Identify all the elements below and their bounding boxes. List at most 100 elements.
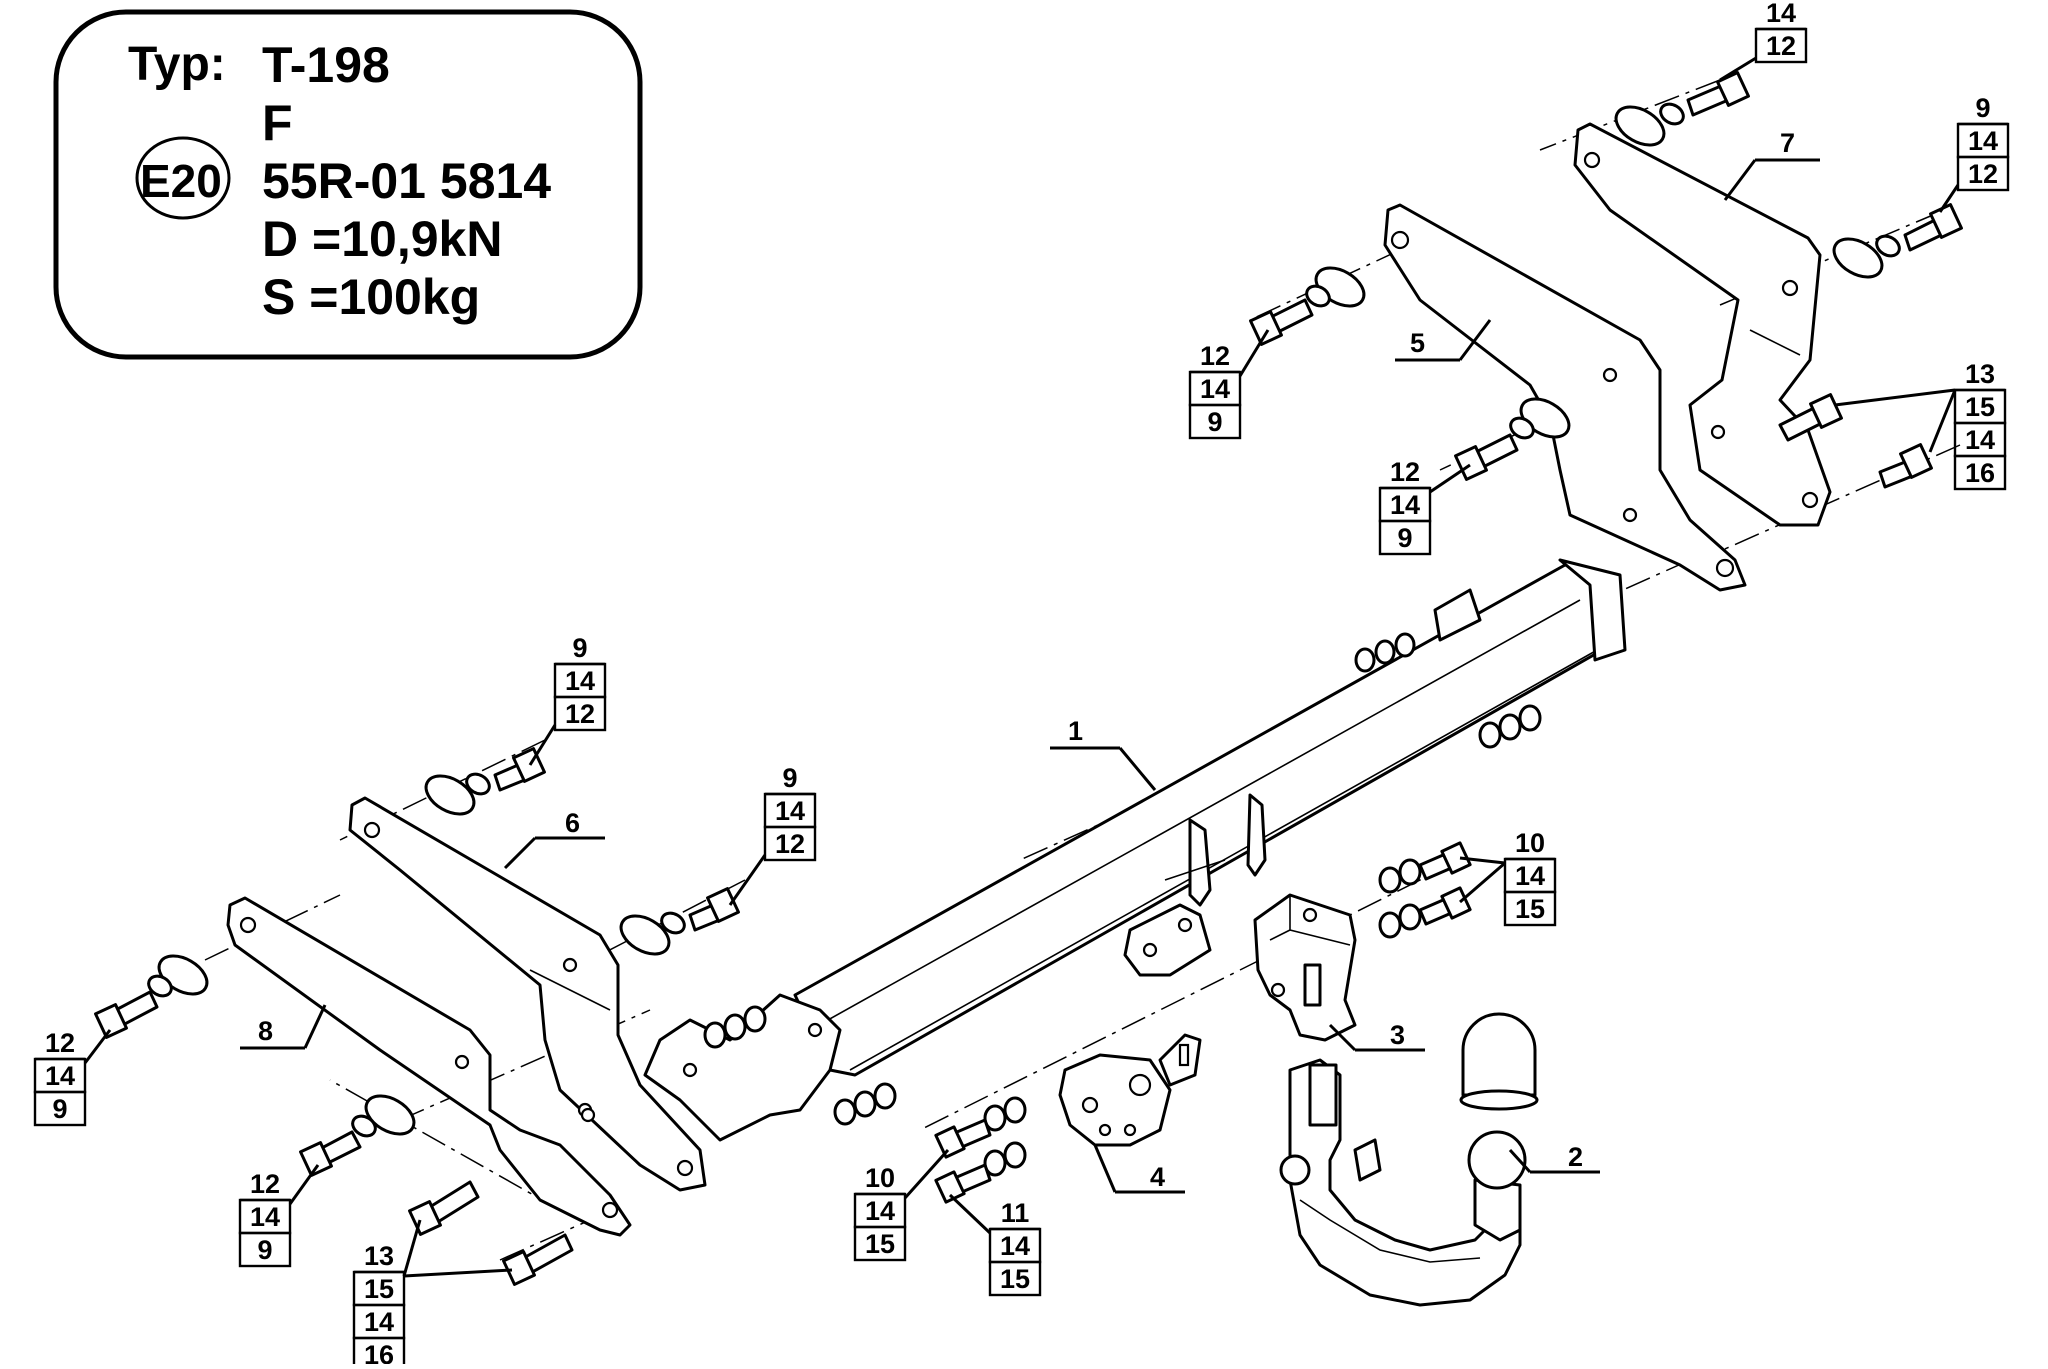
callout-box <box>1503 890 1557 927</box>
part-label-8: 8 <box>258 1016 273 1046</box>
callout-number: 10 <box>865 1163 895 1193</box>
fasteners <box>94 71 1963 1286</box>
callout-number: 14 <box>1390 490 1420 520</box>
bracket-7 <box>1573 122 1832 527</box>
callout-number: 12 <box>565 699 595 729</box>
callout-number: 14 <box>250 1202 280 1232</box>
s-value: S =100kg <box>262 269 480 325</box>
callout-leader <box>728 854 767 906</box>
callout-box <box>1188 403 1242 440</box>
callout-number: 10 <box>1515 828 1545 858</box>
callout-number: 12 <box>1200 341 1230 371</box>
callout-leader <box>288 1164 320 1205</box>
callout-number: 9 <box>1975 93 1990 123</box>
callout-number: 15 <box>1000 1264 1030 1294</box>
callout-leader <box>1238 329 1270 377</box>
callout-number: 9 <box>257 1235 272 1265</box>
callout-leader <box>903 1148 950 1200</box>
callout-number: 14 <box>775 796 805 826</box>
callout-number: 12 <box>45 1028 75 1058</box>
callout-number: 15 <box>865 1229 895 1259</box>
callout-number: 15 <box>1515 894 1545 924</box>
callout-box <box>1956 155 2010 192</box>
callout-box <box>763 825 817 862</box>
tow-ball-2 <box>1279 1012 1539 1307</box>
callout-number: 14 <box>45 1061 75 1091</box>
part-label-4: 4 <box>1150 1162 1165 1192</box>
part-label-5: 5 <box>1410 328 1425 358</box>
callout-number: 13 <box>364 1241 394 1271</box>
callout-leader <box>1429 463 1471 494</box>
callout-leader <box>948 1193 992 1235</box>
part-label-2: 2 <box>1568 1142 1583 1172</box>
callout-number: 12 <box>1766 31 1796 61</box>
d-value: D =10,9kN <box>262 211 502 267</box>
callout-number: 13 <box>1965 359 1995 389</box>
callout-box <box>1953 454 2007 491</box>
callout-number: 14 <box>1766 0 1796 28</box>
class-value: F <box>262 95 293 151</box>
callout-number: 11 <box>1001 1198 1030 1228</box>
approval-mark-circle <box>135 136 231 220</box>
part-labels: 1 2 3 4 5 6 7 8 <box>240 128 1820 1194</box>
part-label-6: 6 <box>565 808 580 838</box>
callout-number: 12 <box>1968 159 1998 189</box>
callout-number: 9 <box>52 1094 67 1124</box>
callout-number: 14 <box>565 666 595 696</box>
callout-number: 14 <box>1965 425 1995 455</box>
cross-tube-1 <box>643 558 1627 1142</box>
callout-leader <box>1459 856 1506 865</box>
part-label-1: 1 <box>1068 716 1083 746</box>
callout-box <box>238 1231 292 1268</box>
callout-leader <box>1938 184 1960 213</box>
spec-plate: Typ: T-198 F E20 55R-01 5814 D =10,9kN S… <box>53 9 643 360</box>
bracket-5 <box>1383 203 1747 592</box>
callout-number: 12 <box>775 829 805 859</box>
callout-box <box>1754 27 1808 64</box>
callout-leader <box>83 1029 112 1064</box>
callout-number: 9 <box>1397 523 1412 553</box>
callout-number: 14 <box>1968 126 1998 156</box>
callout-number: 14 <box>1515 861 1545 891</box>
callout-number: 9 <box>782 763 797 793</box>
callout-number: 9 <box>572 633 587 663</box>
approval-mark: E20 <box>140 155 222 207</box>
callout-number: 9 <box>1207 407 1222 437</box>
callout-number: 14 <box>865 1196 895 1226</box>
callout-number: 12 <box>250 1169 280 1199</box>
callout-leader <box>1459 861 1506 904</box>
callout-box <box>1378 519 1432 556</box>
typ-value: T-198 <box>262 37 390 93</box>
callout-leader <box>1834 388 1956 407</box>
typ-label: Typ: <box>128 38 226 91</box>
callout-number: 14 <box>364 1307 394 1337</box>
callout-box <box>988 1260 1042 1297</box>
callout-number: 12 <box>1390 457 1420 487</box>
callout-number: 16 <box>364 1340 394 1364</box>
callout-number: 15 <box>1965 392 1995 422</box>
socket-plate-4 <box>1058 1033 1202 1147</box>
bracket-8 <box>226 896 632 1237</box>
callout-number: 14 <box>1000 1231 1030 1261</box>
hitch-mount-3 <box>1253 893 1357 1042</box>
callout-box <box>853 1225 907 1262</box>
callout-box <box>352 1336 406 1369</box>
approval-number: 55R-01 5814 <box>262 153 551 209</box>
part-label-3: 3 <box>1390 1020 1405 1050</box>
callout-number: 14 <box>1200 374 1230 404</box>
callout-box <box>553 695 607 732</box>
